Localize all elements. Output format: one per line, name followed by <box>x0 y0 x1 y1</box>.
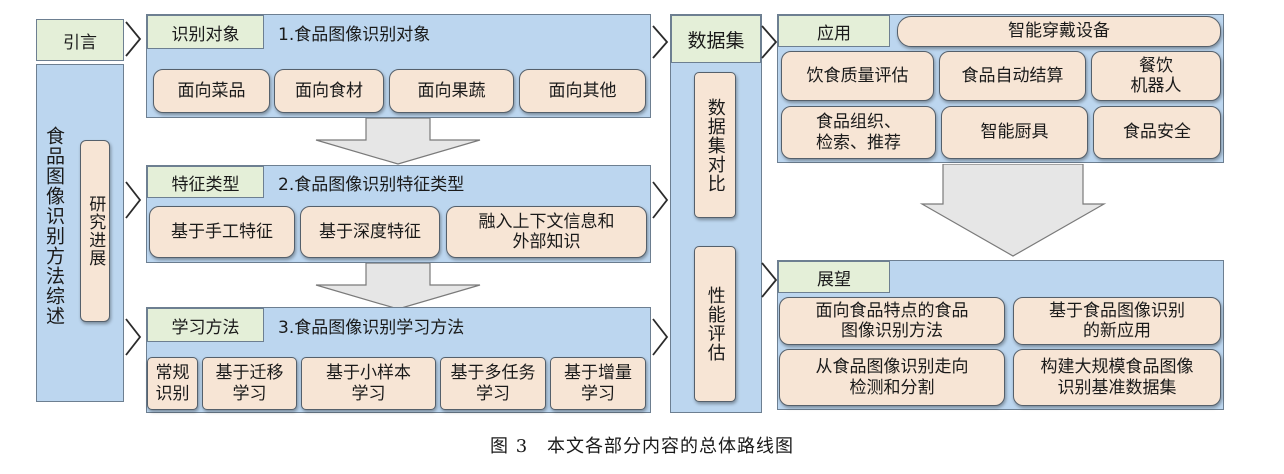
section2-item-1: 基于手工特征 <box>149 206 295 258</box>
outlook-item-4: 构建大规模食品图像 识别基准数据集 <box>1013 349 1221 406</box>
section3-item-1: 常规 识别 <box>147 357 198 410</box>
section3-title: 3.食品图像识别学习方法 <box>278 317 465 338</box>
dataset-item-eval: 性能评估 <box>694 246 736 402</box>
down-arrow-1 <box>315 118 481 165</box>
dataset-title: 数据集 <box>671 15 761 63</box>
section1-item-4: 面向其他 <box>519 69 646 113</box>
section3-item-3: 基于小样本 学习 <box>301 357 436 410</box>
section3-item-4: 基于多任务 学习 <box>440 357 546 410</box>
chevron-connector-1 <box>125 21 142 356</box>
intro-title: 食品图像识别方法综述 <box>43 126 65 326</box>
section3-item-2: 基于迁移 学习 <box>202 357 297 410</box>
down-arrow-2 <box>315 263 481 310</box>
section1-item-1: 面向菜品 <box>153 69 270 113</box>
application-item-7: 食品安全 <box>1093 106 1221 159</box>
application-item-5: 食品组织、 检索、推荐 <box>781 106 936 159</box>
application-item-3: 食品自动结算 <box>939 51 1086 101</box>
section1-tag: 识别对象 <box>147 15 264 49</box>
figure-caption-text: 本文各部分内容的总体路线图 <box>546 436 794 457</box>
section1-item-2: 面向食材 <box>274 69 384 113</box>
section1-title: 1.食品图像识别对象 <box>278 24 431 45</box>
chevron-connector-3 <box>761 25 778 298</box>
section2-item-3: 融入上下文信息和 外部知识 <box>446 206 647 258</box>
section2-tag: 特征类型 <box>147 166 264 198</box>
section1-item-3: 面向果蔬 <box>389 69 514 113</box>
application-item-4: 餐饮 机器人 <box>1091 51 1221 101</box>
section3-tag: 学习方法 <box>147 308 264 342</box>
outlook-tag: 展望 <box>778 261 890 293</box>
down-arrow-3 <box>919 164 1107 257</box>
outlook-item-3: 从食品图像识别走向 检测和分割 <box>779 349 1005 406</box>
outlook-item-2: 基于食品图像识别 的新应用 <box>1013 297 1221 345</box>
intro-tag: 引言 <box>36 19 124 61</box>
section2-title: 2.食品图像识别特征类型 <box>278 174 465 195</box>
application-item-1: 智能穿戴设备 <box>897 16 1221 47</box>
figure-caption: 图 3 本文各部分内容的总体路线图 <box>0 432 1284 458</box>
intro-sub: 研究进展 <box>80 140 110 322</box>
section3-item-5: 基于增量 学习 <box>550 357 646 410</box>
figure-caption-label: 图 3 <box>490 436 529 457</box>
application-item-6: 智能厨具 <box>941 106 1088 159</box>
section2-item-2: 基于深度特征 <box>300 206 440 258</box>
dataset-item-compare: 数据集对比 <box>694 72 736 218</box>
application-tag: 应用 <box>778 15 890 47</box>
outlook-item-1: 面向食品特点的食品 图像识别方法 <box>779 297 1005 345</box>
application-item-2: 饮食质量评估 <box>781 51 934 101</box>
chevron-connector-2 <box>652 25 669 356</box>
